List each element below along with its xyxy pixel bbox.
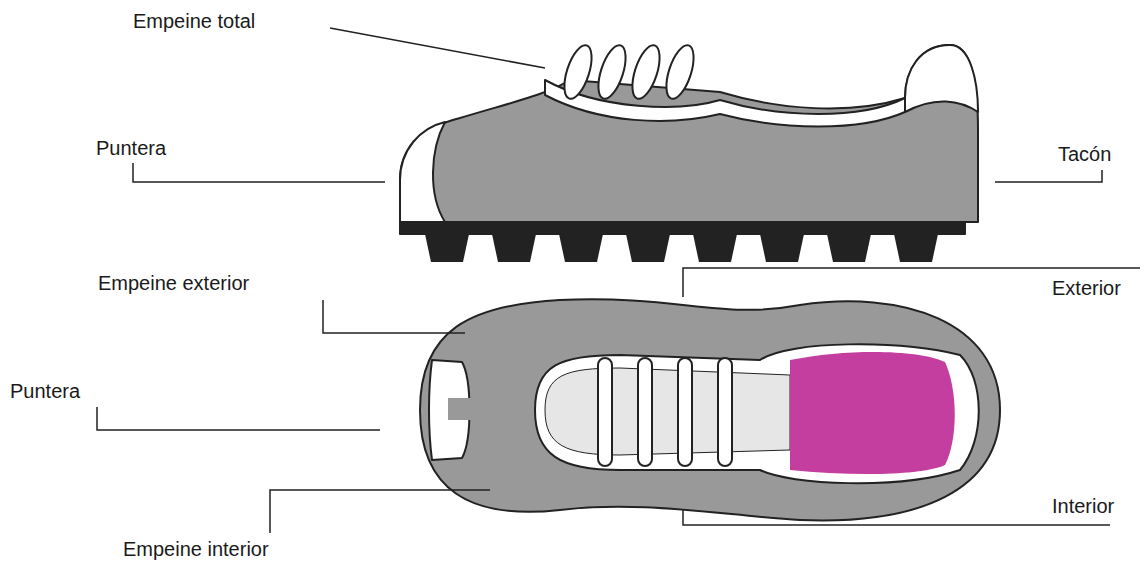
- part-label: Empeine interior: [123, 538, 269, 561]
- lace: [593, 42, 631, 102]
- part-label: Puntera: [10, 380, 80, 403]
- part-label: Interior: [1052, 495, 1114, 518]
- leader-lines: [97, 28, 1140, 533]
- stud: [425, 234, 469, 262]
- top-view-boot: [420, 299, 1000, 520]
- part-label: Empeine exterior: [98, 272, 249, 295]
- stud: [559, 234, 603, 262]
- stud: [894, 234, 938, 262]
- stud: [827, 234, 871, 262]
- lace: [678, 358, 692, 466]
- sole-studs: [425, 234, 938, 262]
- lace: [627, 42, 665, 102]
- part-label: Exterior: [1052, 277, 1121, 300]
- part-label: Tacón: [1058, 143, 1111, 166]
- lace: [559, 42, 597, 102]
- stud: [760, 234, 804, 262]
- stud: [626, 234, 670, 262]
- part-label: Empeine total: [133, 10, 255, 33]
- lace: [598, 358, 612, 466]
- stud: [693, 234, 737, 262]
- lace: [638, 358, 652, 466]
- stud: [492, 234, 536, 262]
- part-label: Puntera: [96, 137, 166, 160]
- lace: [661, 42, 699, 102]
- laces: [559, 42, 699, 102]
- lace: [718, 358, 732, 466]
- laces: [598, 358, 732, 466]
